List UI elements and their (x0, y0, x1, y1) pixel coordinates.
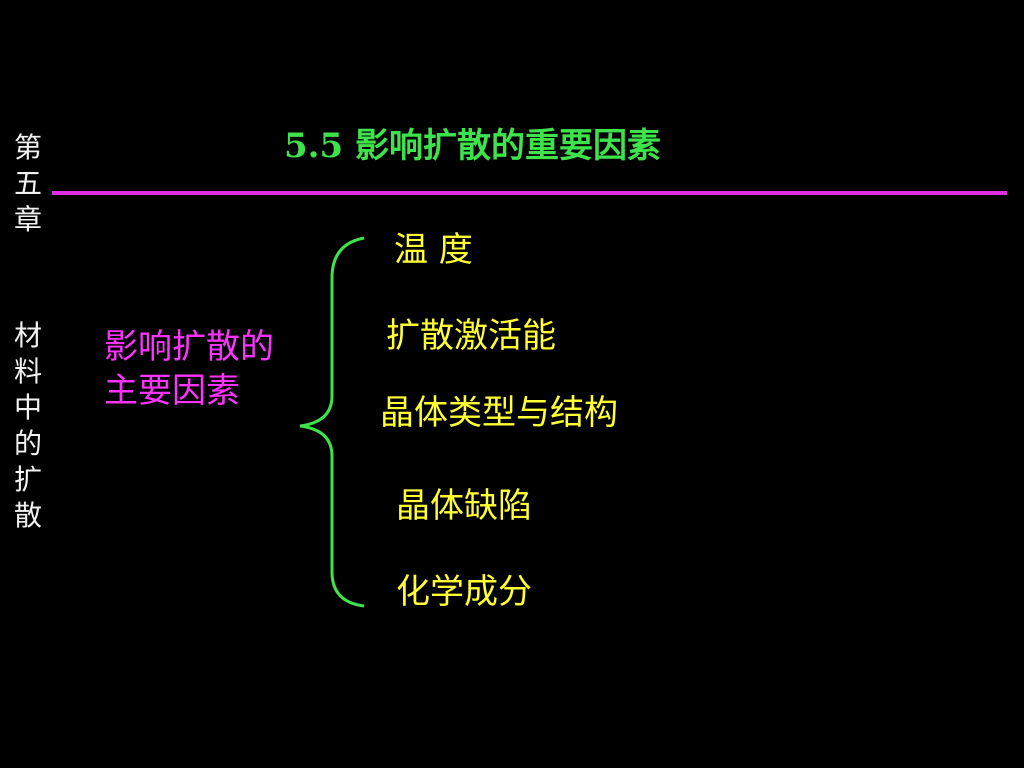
side-char: 五 (13, 167, 42, 200)
side-char: 材 (13, 319, 42, 352)
side-gap (8, 238, 48, 318)
side-char: 章 (13, 203, 42, 236)
side-char: 扩 (13, 463, 42, 496)
factor-crystal-structure: 晶体类型与结构 (380, 393, 618, 433)
title-divider (52, 191, 1007, 195)
side-char: 第 (13, 131, 42, 164)
factor-activation-energy: 扩散激活能 (386, 316, 556, 356)
slide-title: 5.5 影响扩散的重要因素 (284, 126, 661, 166)
curly-brace (299, 236, 365, 608)
factor-crystal-defects: 晶体缺陷 (396, 486, 532, 526)
side-char: 中 (13, 391, 42, 424)
chapter-side-label: 第 五 章 材 料 中 的 扩 散 (8, 130, 48, 534)
curly-brace-path (299, 236, 365, 608)
side-char: 散 (13, 499, 42, 532)
main-factors-label: 影响扩散的 主要因素 (104, 325, 314, 413)
side-char: 的 (13, 427, 42, 460)
main-factors-label-line2: 主要因素 (104, 371, 240, 411)
side-char: 料 (13, 355, 42, 388)
main-factors-label-line1: 影响扩散的 (104, 327, 274, 367)
factor-temperature: 温 度 (394, 230, 473, 270)
factor-chemical-composition: 化学成分 (396, 572, 532, 612)
